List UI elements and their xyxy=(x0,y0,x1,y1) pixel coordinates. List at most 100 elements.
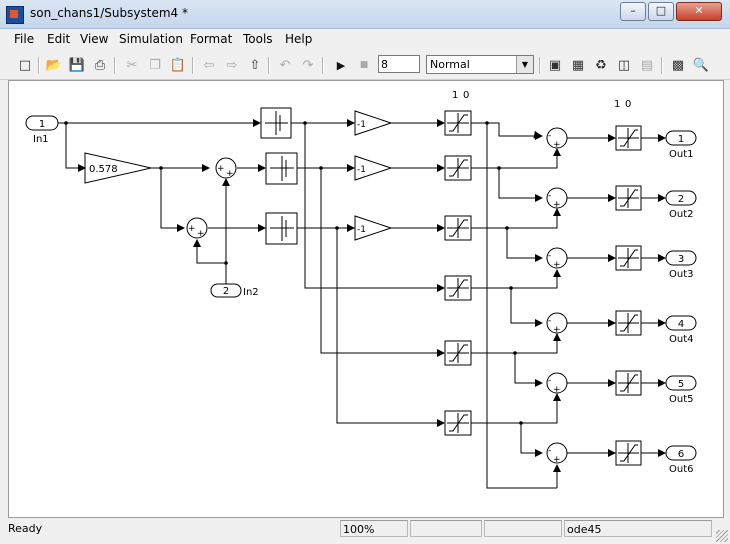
sum-block-2[interactable]: + + xyxy=(186,217,208,239)
sum-block-out6[interactable]: -+ xyxy=(546,442,568,465)
menu-tools[interactable]: Tools xyxy=(243,32,273,46)
mux-block-3[interactable] xyxy=(265,212,298,245)
sum-block-out3[interactable]: -+ xyxy=(546,247,568,270)
print-icon[interactable]: ⎙ xyxy=(94,57,106,73)
paste-icon[interactable]: 📋 xyxy=(169,57,187,73)
debug-icon[interactable]: ▩ xyxy=(671,57,685,73)
gain-block-neg1[interactable]: -1 xyxy=(354,110,393,136)
update-diagram-icon[interactable]: ▦ xyxy=(571,57,585,73)
saturation-column-right xyxy=(615,125,642,466)
outport-label: Out4 xyxy=(669,334,694,345)
outport-number: 2 xyxy=(678,194,684,205)
cut-icon[interactable]: ✂ xyxy=(126,57,138,73)
up-icon[interactable]: ⇧ xyxy=(249,57,261,73)
build-icon[interactable]: ▣ xyxy=(548,57,562,73)
saturation-block[interactable] xyxy=(444,215,472,241)
resize-grip[interactable] xyxy=(716,530,728,542)
menu-file[interactable]: File xyxy=(14,32,35,46)
copy-icon[interactable]: ❐ xyxy=(149,57,161,73)
simulink-app-icon xyxy=(6,6,24,24)
saturation-block[interactable] xyxy=(615,310,642,336)
sum-block-out4[interactable]: -+ xyxy=(546,312,568,335)
run-icon[interactable]: ▶ xyxy=(336,58,346,72)
simulation-mode-value: Normal xyxy=(430,58,470,71)
sum-sign: + xyxy=(553,140,561,150)
saturation-block[interactable] xyxy=(615,245,642,271)
gain-value: -1 xyxy=(357,120,366,130)
menu-view[interactable]: View xyxy=(80,32,109,46)
new-icon[interactable]: □ xyxy=(18,57,32,73)
undo-icon[interactable]: ↶ xyxy=(279,57,291,73)
menu-simulation[interactable]: Simulation xyxy=(119,32,183,46)
outport-label: Out3 xyxy=(669,269,694,280)
inport-in2[interactable]: 2 In2 xyxy=(210,283,259,298)
simulation-mode-select[interactable]: Normal ▼ xyxy=(426,55,534,74)
chevron-down-icon[interactable]: ▼ xyxy=(516,56,533,73)
sum-sign: + xyxy=(188,224,196,234)
diagram-canvas[interactable]: 1 In1 2 In2 0.578 + + + + -1 xyxy=(8,80,724,518)
zoom-icon[interactable]: 🔍 xyxy=(692,57,710,73)
status-field-empty xyxy=(484,520,562,537)
sum-block-out1[interactable]: -+ xyxy=(546,127,568,150)
save-icon[interactable]: 💾 xyxy=(68,57,86,73)
sum-block-out2[interactable]: -+ xyxy=(546,187,568,210)
outport-number: 5 xyxy=(678,379,684,390)
saturation-block[interactable] xyxy=(444,340,472,366)
gain-block-neg1[interactable]: -1 xyxy=(354,215,393,241)
gain-block-neg1[interactable]: -1 xyxy=(354,155,393,181)
open-icon[interactable]: 📂 xyxy=(45,57,63,73)
refresh-icon[interactable]: ♻ xyxy=(595,57,607,73)
saturation-block[interactable] xyxy=(444,275,472,301)
mux-block-2[interactable] xyxy=(265,152,298,185)
maximize-button[interactable]: □ xyxy=(648,2,674,21)
close-button[interactable]: ✕ xyxy=(676,2,722,21)
outport-number: 4 xyxy=(678,319,684,330)
gain-block-main[interactable]: 0.578 xyxy=(84,152,152,184)
minimize-button[interactable]: – xyxy=(620,2,646,21)
inport-in1[interactable]: 1 In1 xyxy=(25,115,59,145)
sum-sign: - xyxy=(548,376,551,386)
saturation-block[interactable] xyxy=(615,185,642,211)
saturation-block[interactable] xyxy=(444,110,472,136)
outport-label: Out5 xyxy=(669,394,694,405)
saturation-tick-label: 1 xyxy=(614,99,620,110)
saturation-tick-label: 0 xyxy=(463,90,469,101)
sum-sign: - xyxy=(548,251,551,261)
menu-edit[interactable]: Edit xyxy=(47,32,71,46)
forward-icon[interactable]: ⇨ xyxy=(226,57,238,73)
sum-sign: + xyxy=(553,385,561,395)
sum-sign: + xyxy=(553,325,561,335)
saturation-block[interactable] xyxy=(615,440,642,466)
sum-sign: + xyxy=(553,455,561,465)
sum-block-out5[interactable]: -+ xyxy=(546,372,568,395)
model-explorer-icon[interactable]: ▤ xyxy=(640,57,654,73)
back-icon[interactable]: ⇦ xyxy=(203,57,215,73)
sum-sign: + xyxy=(226,169,234,179)
outport-label: Out2 xyxy=(669,209,694,220)
saturation-block[interactable] xyxy=(615,125,642,151)
menu-format[interactable]: Format xyxy=(190,32,233,46)
window-title: son_chans1/Subsystem4 * xyxy=(30,6,188,20)
sum-block-1[interactable]: + + xyxy=(215,157,237,179)
outport-number: 6 xyxy=(678,449,684,460)
mux-block-1[interactable] xyxy=(260,107,292,139)
sum-sign: + xyxy=(197,229,205,239)
inport-in2-label: In2 xyxy=(243,287,259,298)
outport-label: Out6 xyxy=(669,464,694,475)
saturation-tick-label: 1 xyxy=(452,90,458,101)
saturation-block[interactable] xyxy=(444,410,472,436)
redo-icon[interactable]: ↷ xyxy=(302,57,314,73)
menu-help[interactable]: Help xyxy=(285,32,313,46)
stop-time-input[interactable]: 8 xyxy=(378,55,420,73)
library-browser-icon[interactable]: ◫ xyxy=(617,57,631,73)
inport-in1-label: In1 xyxy=(33,134,49,145)
saturation-block[interactable] xyxy=(615,370,642,396)
saturation-block[interactable] xyxy=(444,155,472,181)
stop-icon[interactable]: ■ xyxy=(359,60,369,70)
